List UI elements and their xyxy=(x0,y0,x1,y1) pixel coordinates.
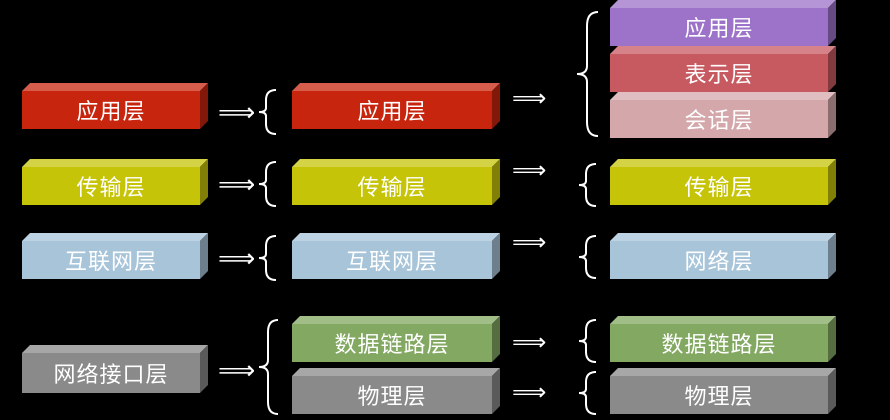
layer-label: 互联网层 xyxy=(292,241,492,279)
layer-label: 数据链路层 xyxy=(292,324,492,362)
layer-label: 网络层 xyxy=(610,241,828,279)
osi-network-layer: 网络层 xyxy=(610,233,836,279)
brace-icon xyxy=(258,161,277,207)
middle-application-layer: 应用层 xyxy=(292,83,500,129)
middle-internet-layer: 互联网层 xyxy=(292,233,500,279)
tcpip-network-interface-layer: 网络接口层 xyxy=(22,345,208,393)
brace-icon xyxy=(578,163,597,207)
layer-label: 物理层 xyxy=(610,376,828,414)
layer-label: 互联网层 xyxy=(22,241,200,279)
layer-label: 物理层 xyxy=(292,376,492,414)
tcpip-application-layer: 应用层 xyxy=(22,83,208,129)
layer-label: 传输层 xyxy=(610,167,828,205)
middle-data-link-layer: 数据链路层 xyxy=(292,316,500,362)
arrow-right-icon: ⟹ xyxy=(512,156,547,184)
arrow-right-icon: ⟹ xyxy=(512,328,547,356)
tcpip-transport-layer: 传输层 xyxy=(22,159,208,205)
brace-icon xyxy=(258,319,279,415)
arrow-right-icon: ⟹ xyxy=(218,170,256,200)
layer-label: 网络接口层 xyxy=(22,353,200,393)
middle-transport-layer: 传输层 xyxy=(292,159,500,205)
arrow-right-icon: ⟹ xyxy=(512,378,547,406)
layer-label: 应用层 xyxy=(292,91,492,129)
osi-transport-layer: 传输层 xyxy=(610,159,836,205)
arrow-right-icon: ⟹ xyxy=(218,356,256,386)
layer-label: 表示层 xyxy=(610,54,828,92)
arrow-right-icon: ⟹ xyxy=(512,228,547,256)
brace-icon xyxy=(578,235,597,279)
layer-label: 传输层 xyxy=(22,167,200,205)
layer-label: 数据链路层 xyxy=(610,324,828,362)
layer-label: 应用层 xyxy=(610,8,828,46)
osi-physical-layer: 物理层 xyxy=(610,368,836,414)
brace-icon xyxy=(258,89,277,135)
tcpip-internet-layer: 互联网层 xyxy=(22,233,208,279)
brace-icon xyxy=(258,235,277,281)
osi-data-link-layer: 数据链路层 xyxy=(610,316,836,362)
brace-icon xyxy=(578,371,597,415)
layer-label: 传输层 xyxy=(292,167,492,205)
osi-presentation-layer: 表示层 xyxy=(610,46,836,92)
layer-label: 会话层 xyxy=(610,100,828,138)
brace-icon xyxy=(576,11,599,137)
osi-session-layer: 会话层 xyxy=(610,92,836,138)
brace-icon xyxy=(578,319,597,363)
arrow-right-icon: ⟹ xyxy=(218,244,256,274)
arrow-right-icon: ⟹ xyxy=(218,98,256,128)
osi-application-layer: 应用层 xyxy=(610,0,836,46)
layer-label: 应用层 xyxy=(22,91,200,129)
arrow-right-icon: ⟹ xyxy=(512,84,547,112)
middle-physical-layer: 物理层 xyxy=(292,368,500,414)
